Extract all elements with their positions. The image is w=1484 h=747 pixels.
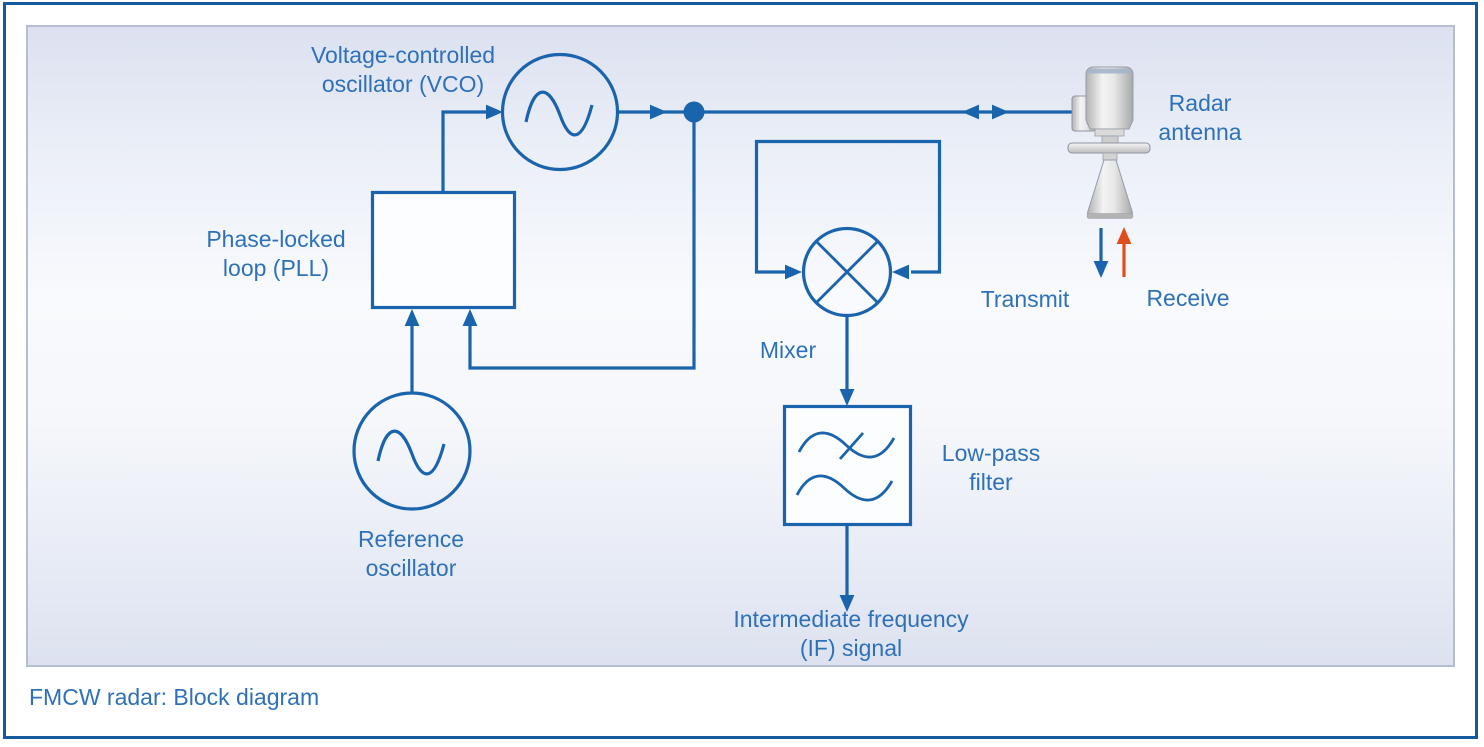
- low-pass-filter-icon: [782, 404, 913, 527]
- junction-dot: [683, 101, 705, 123]
- arrow-feedback-into-pll: [462, 309, 478, 326]
- reference-oscillator-circle: [352, 391, 472, 511]
- transmit-arrow-icon: [1093, 228, 1109, 278]
- low-pass-filter-label: Low-pass filter: [941, 440, 1041, 495]
- antenna-step: [1094, 128, 1125, 137]
- reference-oscillator-label: Reference oscillator: [357, 526, 465, 581]
- diagram-panel: [26, 25, 1455, 667]
- radar-antenna-label: Radar antenna: [1158, 90, 1242, 145]
- receive-arrow-icon: [1116, 227, 1132, 277]
- mixer-label: Mixer: [759, 337, 817, 363]
- vco-circle: [500, 52, 620, 172]
- lpf-block-slash: [838, 432, 865, 460]
- lpf-passed-wave: [795, 474, 894, 502]
- arrowheads: [404, 104, 1009, 612]
- antenna-flange: [1067, 142, 1151, 154]
- arrow-into-vco: [486, 104, 503, 120]
- sine-wave-icon: [376, 429, 446, 476]
- lpf-blocked-wave: [797, 431, 896, 459]
- pll-label: Phase-locked loop (PLL): [206, 226, 346, 281]
- pll-to-vco-line: [441, 110, 486, 193]
- arrow-into-mixer-right: [892, 264, 909, 280]
- arrow-bidirectional-left: [962, 104, 979, 120]
- lpf-box: [782, 404, 913, 527]
- arrow-if-output: [839, 595, 855, 612]
- vco-label: Voltage-controlled oscillator (VCO): [310, 42, 496, 97]
- signal-lines: [410, 110, 1074, 596]
- antenna-lower-neck: [1102, 152, 1118, 161]
- transmit-label: Transmit: [980, 286, 1070, 312]
- figure-caption: FMCW radar: Block diagram: [29, 684, 320, 710]
- pll-box: [370, 190, 517, 310]
- arrow-into-mixer-left: [785, 264, 802, 280]
- feedback-line: [468, 118, 696, 370]
- arrow-refosc-into-pll: [404, 309, 420, 326]
- receive-label: Receive: [1146, 285, 1230, 311]
- antenna-horn-cone: [1087, 159, 1133, 218]
- arrow-vco-output: [650, 104, 667, 120]
- vco-symbol: [500, 52, 620, 172]
- mixer-icon: [801, 226, 893, 318]
- mixer-input-loop-line: [754, 139, 942, 274]
- mixer-circle: [801, 226, 893, 318]
- antenna-illustration: [1067, 66, 1151, 219]
- arrow-into-lpf: [839, 389, 855, 406]
- sine-wave-icon: [524, 90, 594, 137]
- if-signal-label: Intermediate frequency (IF) signal: [733, 606, 969, 661]
- reference-oscillator-symbol: [352, 391, 472, 511]
- antenna-housing: [1085, 66, 1134, 130]
- antenna-top-band: [1087, 68, 1132, 74]
- antenna-horn-rim: [1086, 213, 1134, 219]
- arrow-bidirectional-right: [992, 104, 1009, 120]
- mixer-cross-line: [815, 240, 879, 304]
